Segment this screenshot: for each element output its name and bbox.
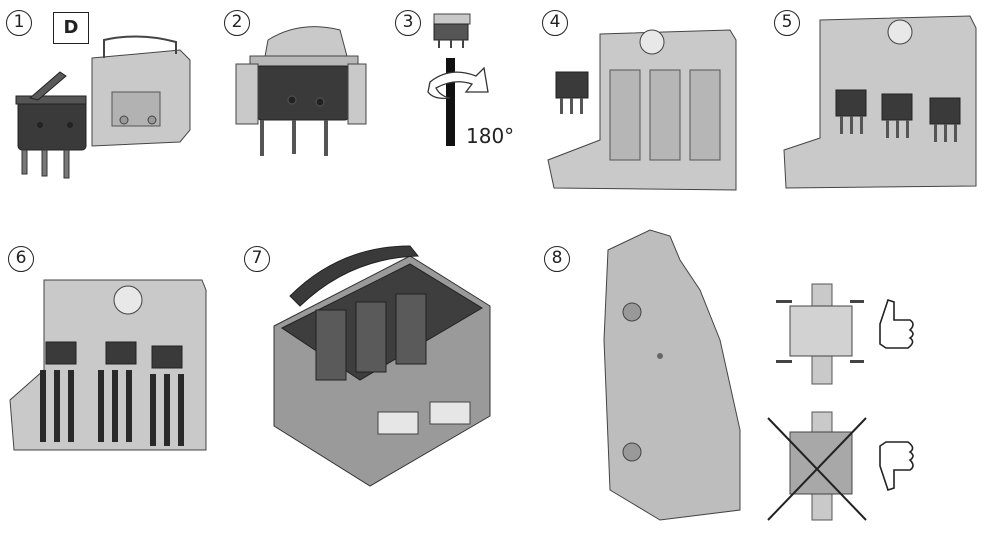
step-2-illustration — [235, 26, 367, 156]
thumbs-up-icon — [879, 298, 914, 349]
rotation-arrow-icon — [427, 66, 489, 100]
step-3-number: 3 — [395, 10, 421, 36]
step-7-number: 7 — [244, 246, 270, 272]
incorrect-orientation — [767, 411, 867, 521]
step-1-illustration — [15, 35, 191, 179]
step-1-label-box: D — [53, 12, 89, 44]
correct-orientation — [776, 283, 864, 385]
mounting-clip — [91, 35, 191, 147]
thumbs-down-icon — [879, 441, 914, 492]
rotation-axis — [446, 58, 455, 146]
step-6-illustration — [9, 279, 207, 451]
step-5-number: 5 — [774, 10, 800, 36]
microswitch — [15, 71, 87, 179]
step-7-illustration — [273, 245, 491, 487]
step-3-illustration — [427, 13, 489, 146]
rotation-angle: 180° — [466, 124, 515, 148]
step-8-number: 8 — [544, 246, 570, 272]
step-6-number: 6 — [8, 246, 34, 272]
step-2-number: 2 — [224, 10, 250, 36]
step-4-number: 4 — [542, 10, 568, 36]
step-4-illustration — [547, 29, 737, 191]
small-switch-assembly — [433, 13, 471, 48]
step-5-illustration — [783, 15, 977, 189]
step-1-number: 1 — [6, 10, 32, 36]
step-8-illustration — [603, 229, 914, 521]
